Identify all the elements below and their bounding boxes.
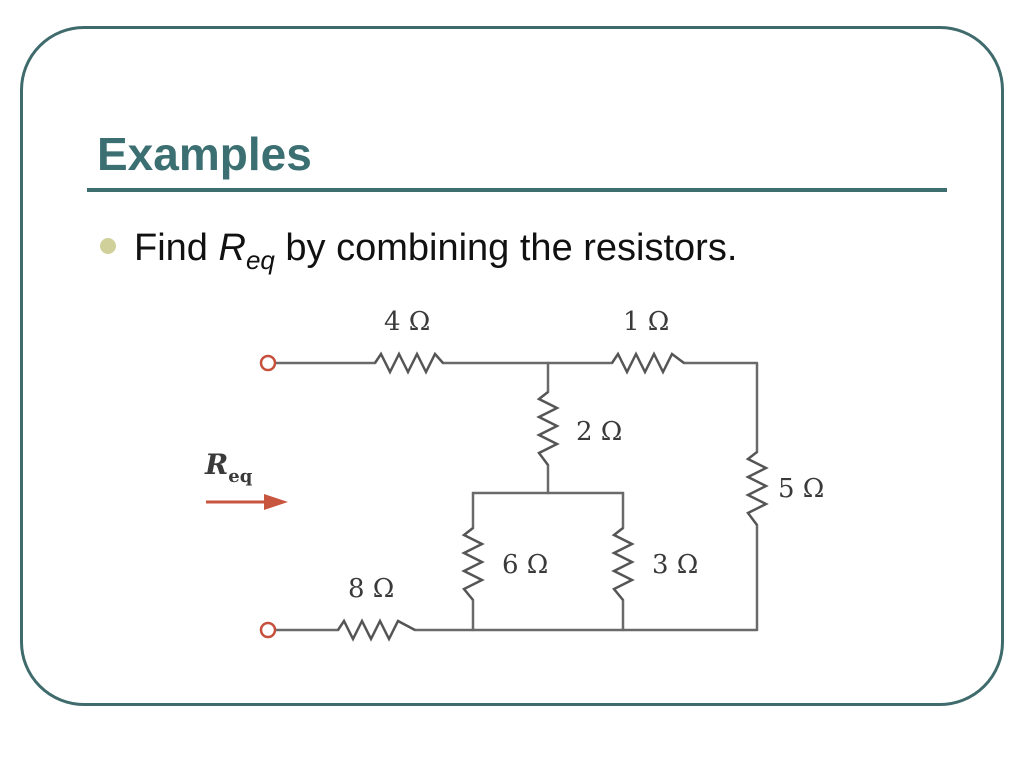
resistor-5-ohm-label: 5 Ω [778,474,824,504]
req-indicator: Req [204,448,288,510]
wire-top-right [682,361,759,454]
slide-title: Examples [97,128,312,180]
resistor-4-ohm: 4 Ω [373,307,444,375]
resistor-2-ohm-label: 2 Ω [576,417,622,447]
wire-right-bottom [413,523,759,632]
resistor-3-ohm-label: 3 Ω [652,550,698,580]
bullet-item: Find Req by combining the resistors. [100,222,737,286]
slide-frame [20,26,1004,706]
resistor-1-ohm: 1 Ω [610,307,685,375]
resistor-5-ohm: 5 Ω [745,451,824,526]
terminal-bottom [259,621,277,639]
bullet-text-prefix: Find [134,227,219,269]
resistor-2-ohm: 2 Ω [536,391,622,466]
terminal-top [259,354,277,372]
bullet-variable: R [218,227,246,269]
circuit-wires [273,361,759,632]
req-arrow-icon [264,494,288,510]
resistor-8-ohm-label: 8 Ω [348,574,394,604]
resistor-1-ohm-label: 1 Ω [623,307,669,337]
req-label-main: R [204,448,228,481]
resistor-6-ohm-label: 6 Ω [502,550,548,580]
bullet-dot-icon [100,237,116,254]
resistor-3-ohm: 3 Ω [611,527,698,601]
req-label-sub: eq [228,466,252,487]
resistor-4-ohm-label: 4 Ω [384,307,430,337]
resistor-6-ohm: 6 Ω [461,527,548,601]
bullet-variable-subscript: eq [245,245,275,275]
resistor-8-ohm: 8 Ω [336,574,416,642]
bullet-text-suffix: by combining the resistors. [274,227,738,269]
title-divider [87,188,947,192]
req-label: Req [204,448,253,487]
